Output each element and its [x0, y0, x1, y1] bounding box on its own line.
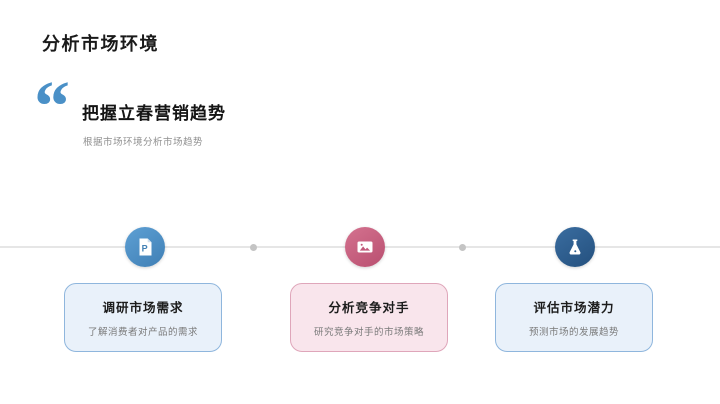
step-card-market-research: 调研市场需求 了解消费者对产品的需求: [64, 283, 222, 352]
quote-heading: 把握立春营销趋势: [82, 104, 226, 123]
quote-subtext: 根据市场环境分析市场趋势: [83, 137, 204, 148]
step-card-market-potential: 评估市场潜力 预测市场的发展趋势: [495, 283, 653, 352]
card-description: 了解消费者对产品的需求: [87, 327, 198, 338]
svg-text:P: P: [142, 243, 148, 253]
card-description: 研究竞争对手的市场策略: [313, 327, 424, 338]
timeline-node-1: P: [125, 227, 165, 267]
step-card-competitor-analysis: 分析竞争对手 研究竞争对手的市场策略: [290, 283, 448, 352]
timeline-dot: [250, 244, 257, 251]
image-icon: [353, 235, 377, 259]
timeline-node-2: [345, 227, 385, 267]
card-title: 评估市场潜力: [533, 301, 615, 315]
card-title: 调研市场需求: [102, 301, 184, 315]
document-file-icon: P: [133, 235, 157, 259]
card-title: 分析竞争对手: [328, 301, 410, 315]
quote-icon: “: [34, 66, 70, 146]
timeline-dot: [459, 244, 466, 251]
card-description: 预测市场的发展趋势: [528, 327, 619, 338]
flask-icon: [563, 235, 587, 259]
page-title: 分析市场环境: [42, 34, 159, 54]
timeline-node-3: [555, 227, 595, 267]
